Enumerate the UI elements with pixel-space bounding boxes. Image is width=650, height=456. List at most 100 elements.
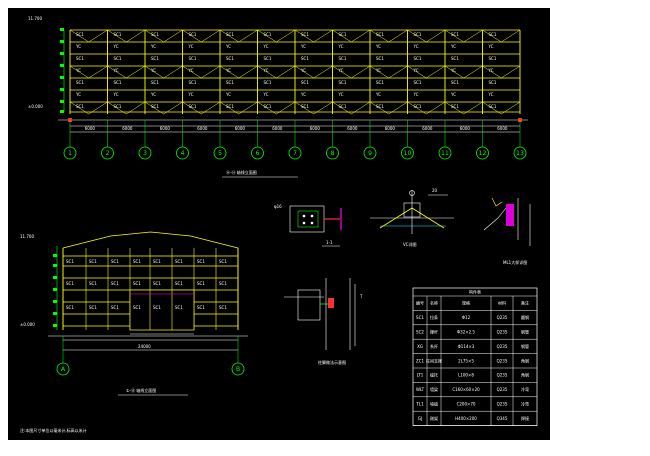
- svg-text:SC1: SC1: [175, 281, 183, 286]
- elev-base-label: ±0.000: [28, 104, 43, 109]
- svg-text:SC1: SC1: [153, 259, 161, 264]
- svg-text:YC: YC: [300, 92, 306, 97]
- svg-text:SC1: SC1: [226, 32, 234, 37]
- grid-label-2: 2: [106, 150, 110, 157]
- grid-bubble-8[interactable]: 8: [326, 146, 339, 160]
- svg-text:SC1: SC1: [76, 104, 84, 109]
- svg-text:YC: YC: [113, 44, 119, 49]
- grid-bubble-13[interactable]: 13: [513, 146, 527, 160]
- svg-text:YC: YC: [413, 68, 419, 73]
- svg-text:SC1: SC1: [76, 56, 84, 61]
- table-cell: 刚架: [430, 415, 438, 421]
- svg-text:YC: YC: [300, 68, 306, 73]
- grid-label-4: 4: [181, 150, 185, 157]
- svg-text:YC: YC: [300, 44, 306, 49]
- svg-text:YC: YC: [488, 92, 494, 97]
- svg-text:24000: 24000: [138, 344, 151, 349]
- grid-bubble-4[interactable]: 4: [176, 146, 189, 160]
- svg-text:YC: YC: [225, 44, 231, 49]
- table-cell: 冷弯: [521, 401, 529, 407]
- grid-bubble-5[interactable]: 5: [213, 146, 227, 160]
- grid-label-10: 10: [404, 150, 412, 157]
- table-cell: 撑杆: [430, 329, 438, 335]
- table-cell: 圆钢: [521, 314, 529, 320]
- svg-text:SC1: SC1: [264, 80, 272, 85]
- cross-frame-lines: SC1SC1SC1SC1SC1SC1SC1SC1SC1SC1SC1SC1SC1S…: [48, 231, 248, 363]
- svg-text:SC1: SC1: [301, 56, 309, 61]
- table-cell: LT1: [417, 373, 424, 378]
- svg-text:SC1: SC1: [89, 259, 97, 264]
- svg-text:SC1: SC1: [376, 32, 384, 37]
- grid-bubble-12[interactable]: 12: [476, 146, 489, 160]
- detail-section-1-1: φ16 1-1: [274, 204, 342, 247]
- grid-bubble-2[interactable]: 2: [101, 146, 114, 160]
- table-cell: H400×200: [455, 416, 477, 421]
- svg-text:SC1: SC1: [114, 56, 122, 61]
- svg-text:SC1: SC1: [376, 104, 384, 109]
- svg-text:YC: YC: [188, 92, 194, 97]
- svg-text:YC: YC: [263, 68, 269, 73]
- svg-text:SC1: SC1: [89, 305, 97, 310]
- svg-text:SC1: SC1: [489, 104, 497, 109]
- svg-text:SC1: SC1: [219, 281, 227, 286]
- longitudinal-frame-lines: SC1YCSC1YCSC1YCSC1SC1YCSC1YCSC1YCSC1SC1Y…: [58, 28, 528, 133]
- svg-text:SC1: SC1: [219, 305, 227, 310]
- grid-bubble-7[interactable]: 7: [288, 146, 302, 160]
- svg-text:YC: YC: [150, 44, 156, 49]
- table-cell: C160×60×20: [452, 387, 480, 392]
- svg-text:YC: YC: [375, 92, 381, 97]
- svg-text:SC1: SC1: [376, 80, 384, 85]
- vc-detail-label: VC详图: [403, 241, 417, 247]
- svg-text:YC: YC: [488, 44, 494, 49]
- grid-bubble-3[interactable]: 3: [138, 146, 152, 160]
- detail-column-base: T 柱脚做法示意图: [284, 278, 363, 365]
- svg-text:SC1: SC1: [114, 32, 122, 37]
- svg-text:SC1: SC1: [339, 80, 347, 85]
- detail-vc: 20 VC详图: [370, 188, 454, 247]
- svg-text:6000: 6000: [310, 126, 321, 131]
- grid-bubble-1[interactable]: 1: [63, 146, 77, 160]
- svg-text:YC: YC: [150, 92, 156, 97]
- svg-text:6000: 6000: [422, 126, 433, 131]
- svg-text:SC1: SC1: [189, 104, 197, 109]
- grid-label-13: 13: [516, 150, 524, 157]
- svg-text:YC: YC: [450, 92, 456, 97]
- table-cell: 系杆: [430, 343, 438, 349]
- svg-text:SC1: SC1: [133, 281, 141, 286]
- svg-text:SC1: SC1: [111, 305, 119, 310]
- grid-bubble-10[interactable]: 10: [401, 146, 414, 160]
- table-cell: 钢管: [521, 329, 529, 335]
- table-cell: 2L75×5: [458, 358, 474, 363]
- table-cell: GJ: [418, 416, 422, 421]
- table-cell: Q235: [497, 330, 508, 335]
- svg-text:SC1: SC1: [114, 80, 122, 85]
- svg-text:YC: YC: [413, 92, 419, 97]
- svg-text:YC: YC: [225, 68, 231, 73]
- svg-text:SC1: SC1: [339, 56, 347, 61]
- table-cell: 柱间支撑: [426, 357, 442, 363]
- longitudinal-grid-bubbles: 1600026000360004600056000660007600086000…: [63, 120, 527, 160]
- table-cell: Q235: [497, 315, 508, 320]
- svg-text:SC1: SC1: [111, 259, 119, 264]
- svg-text:SC1: SC1: [264, 56, 272, 61]
- table-cell: Q235: [497, 402, 508, 407]
- svg-text:SC1: SC1: [376, 56, 384, 61]
- grid-bubble-6[interactable]: 6: [251, 146, 264, 160]
- grid-bubble-11[interactable]: 11: [438, 146, 452, 160]
- grid-bubble-b[interactable]: B: [231, 362, 245, 376]
- svg-text:YC: YC: [225, 92, 231, 97]
- grid-bubble-9[interactable]: 9: [363, 146, 377, 160]
- grid-label-7: 7: [293, 150, 297, 157]
- svg-text:YC: YC: [188, 44, 194, 49]
- svg-text:SC1: SC1: [489, 80, 497, 85]
- svg-text:SC1: SC1: [151, 32, 159, 37]
- svg-text:SC1: SC1: [114, 104, 122, 109]
- svg-text:SC1: SC1: [301, 32, 309, 37]
- svg-text:A: A: [61, 366, 66, 373]
- svg-text:YC: YC: [188, 68, 194, 73]
- svg-text:SC1: SC1: [414, 32, 422, 37]
- svg-text:SC1: SC1: [489, 56, 497, 61]
- grid-bubble-a[interactable]: A: [56, 362, 70, 376]
- svg-text:SC1: SC1: [153, 305, 161, 310]
